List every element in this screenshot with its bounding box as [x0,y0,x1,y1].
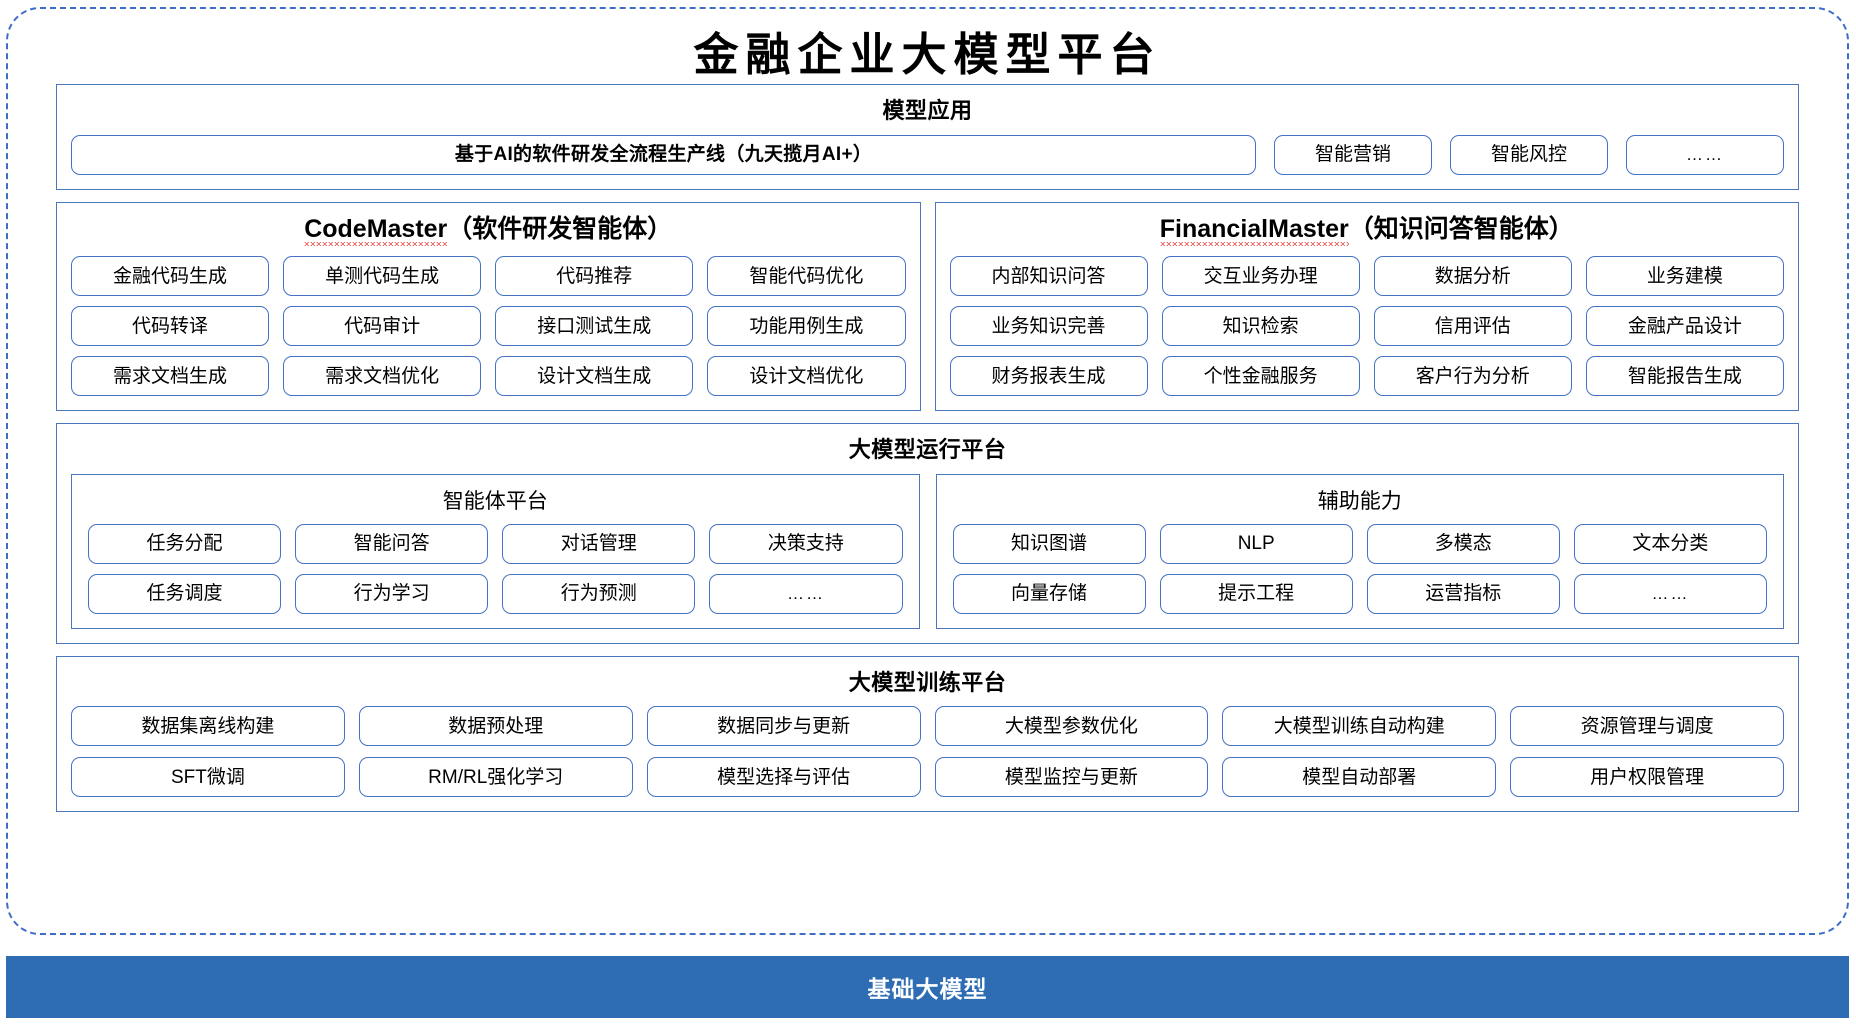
capability-chip[interactable]: 客户行为分析 [1373,356,1572,397]
training-chip[interactable]: 模型选择与评估 [646,757,921,798]
capability-chip[interactable]: 金融代码生成 [71,256,270,297]
capability-chip[interactable]: 代码转译 [71,306,270,347]
runtime-chip[interactable]: 行为学习 [295,573,489,614]
capability-chip[interactable]: 知识检索 [1161,306,1360,347]
training-chip[interactable]: 资源管理与调度 [1510,706,1784,747]
capability-chip[interactable]: 智能报告生成 [1585,356,1784,397]
section-title-model-application: 模型应用 [882,98,973,123]
base-model-label: 基础大模型 [867,976,988,1002]
training-chip[interactable]: 数据集离线构建 [71,706,345,747]
section-title-runtime-platform: 大模型运行平台 [848,437,1007,463]
section-title-training-platform: 大模型训练平台 [848,669,1007,695]
subpanel-auxiliary-capability: 辅助能力 知识图谱 NLP 多模态 文本分类 向量存储 提示工程 运营指标 …… [935,473,1784,629]
training-chip[interactable]: 用户权限管理 [1510,757,1784,798]
app-chip-more[interactable]: …… [1626,134,1784,175]
subpanel-title-agent-platform: 智能体平台 [442,489,548,513]
runtime-chip[interactable]: 知识图谱 [952,523,1146,564]
capability-chip[interactable]: 需求文档优化 [283,356,482,397]
training-chip[interactable]: 模型监控与更新 [934,757,1209,798]
capability-chip[interactable]: 单测代码生成 [283,256,482,297]
training-chip[interactable]: SFT微调 [71,757,345,798]
capability-chip[interactable]: 数据分析 [1373,256,1572,297]
runtime-chip-more[interactable]: …… [1573,573,1767,614]
training-chip[interactable]: 数据预处理 [358,706,633,747]
runtime-chip[interactable]: 文本分类 [1573,523,1767,564]
training-platform-grid: 数据集离线构建 数据预处理 数据同步与更新 大模型参数优化 大模型训练自动构建 … [71,706,1784,798]
section-model-application: 模型应用 基于AI的软件研发全流程生产线（九天揽月AI+） 智能营销 智能风控 … [56,84,1799,190]
codemaster-name-cn: （软件研发智能体） [447,214,673,243]
runtime-chip[interactable]: 运营指标 [1366,573,1560,614]
runtime-chip[interactable]: 决策支持 [709,523,903,564]
outer-dashed-frame: 金融企业大模型平台 模型应用 基于AI的软件研发全流程生产线（九天揽月AI+） … [6,7,1849,935]
capability-chip[interactable]: 个性金融服务 [1161,356,1360,397]
capability-chip[interactable]: 信用评估 [1373,306,1572,347]
capability-chip[interactable]: 内部知识问答 [949,256,1148,297]
codemaster-name-en: CodeMaster [304,214,448,247]
agent-platform-grid: 任务分配 智能问答 对话管理 决策支持 任务调度 行为学习 行为预测 …… [88,523,903,614]
capability-chip[interactable]: 交互业务办理 [1161,256,1360,297]
subpanel-title-auxiliary-capability: 辅助能力 [1317,489,1402,513]
capability-chip[interactable]: 需求文档生成 [71,356,270,397]
training-chip[interactable]: 模型自动部署 [1222,757,1497,798]
runtime-chip[interactable]: 向量存储 [952,573,1146,614]
runtime-chip[interactable]: 提示工程 [1159,573,1353,614]
runtime-chip[interactable]: 对话管理 [502,523,696,564]
runtime-chip[interactable]: 智能问答 [295,523,489,564]
financialmaster-name-cn: （知识问答智能体） [1348,214,1574,243]
capability-chip[interactable]: 设计文档优化 [707,356,906,397]
section-runtime-platform: 大模型运行平台 智能体平台 任务分配 智能问答 对话管理 决策支持 任务调度 行… [56,423,1799,644]
codemaster-capability-grid: 金融代码生成 单测代码生成 代码推荐 智能代码优化 代码转译 代码审计 接口测试… [71,256,906,397]
agents-row: CodeMaster（软件研发智能体） 金融代码生成 单测代码生成 代码推荐 智… [56,201,1799,412]
capability-chip[interactable]: 业务知识完善 [949,306,1148,347]
app-chip-marketing[interactable]: 智能营销 [1274,134,1432,175]
runtime-chip-more[interactable]: …… [709,573,903,614]
capability-chip[interactable]: 业务建模 [1585,256,1784,297]
financialmaster-name-en: FinancialMaster [1159,214,1349,247]
section-title-financialmaster: FinancialMaster（知识问答智能体） [950,211,1785,257]
capability-chip[interactable]: 财务报表生成 [949,356,1148,397]
section-title-codemaster: CodeMaster（软件研发智能体） [71,211,906,257]
base-model-bar: 基础大模型 [6,956,1849,1018]
capability-chip[interactable]: 智能代码优化 [707,256,906,297]
runtime-chip[interactable]: 任务调度 [88,573,282,614]
capability-chip[interactable]: 代码审计 [283,306,482,347]
subpanel-agent-platform: 智能体平台 任务分配 智能问答 对话管理 决策支持 任务调度 行为学习 行为预测… [71,473,920,629]
app-chip-production-line[interactable]: 基于AI的软件研发全流程生产线（九天揽月AI+） [71,134,1256,175]
runtime-chip[interactable]: 多模态 [1366,523,1560,564]
capability-chip[interactable]: 设计文档生成 [495,356,694,397]
training-chip[interactable]: 数据同步与更新 [646,706,921,747]
runtime-subpanels: 智能体平台 任务分配 智能问答 对话管理 决策支持 任务调度 行为学习 行为预测… [71,473,1784,629]
runtime-chip[interactable]: 任务分配 [88,523,282,564]
app-chip-risk-control[interactable]: 智能风控 [1450,134,1608,175]
financialmaster-capability-grid: 内部知识问答 交互业务办理 数据分析 业务建模 业务知识完善 知识检索 信用评估… [949,256,1784,397]
section-codemaster: CodeMaster（软件研发智能体） 金融代码生成 单测代码生成 代码推荐 智… [56,201,921,412]
training-chip[interactable]: 大模型参数优化 [934,706,1209,747]
page-title: 金融企业大模型平台 [693,30,1162,80]
capability-chip[interactable]: 接口测试生成 [495,306,694,347]
auxiliary-capability-grid: 知识图谱 NLP 多模态 文本分类 向量存储 提示工程 运营指标 …… [952,523,1767,614]
capability-chip[interactable]: 功能用例生成 [707,306,906,347]
training-chip[interactable]: 大模型训练自动构建 [1222,706,1497,747]
section-financialmaster: FinancialMaster（知识问答智能体） 内部知识问答 交互业务办理 数… [934,201,1799,412]
section-training-platform: 大模型训练平台 数据集离线构建 数据预处理 数据同步与更新 大模型参数优化 大模… [56,655,1799,813]
model-application-row: 基于AI的软件研发全流程生产线（九天揽月AI+） 智能营销 智能风控 …… [71,134,1784,175]
capability-chip[interactable]: 金融产品设计 [1585,306,1784,347]
training-chip[interactable]: RM/RL强化学习 [358,757,633,798]
runtime-chip[interactable]: 行为预测 [502,573,696,614]
runtime-chip[interactable]: NLP [1159,523,1353,564]
capability-chip[interactable]: 代码推荐 [495,256,694,297]
